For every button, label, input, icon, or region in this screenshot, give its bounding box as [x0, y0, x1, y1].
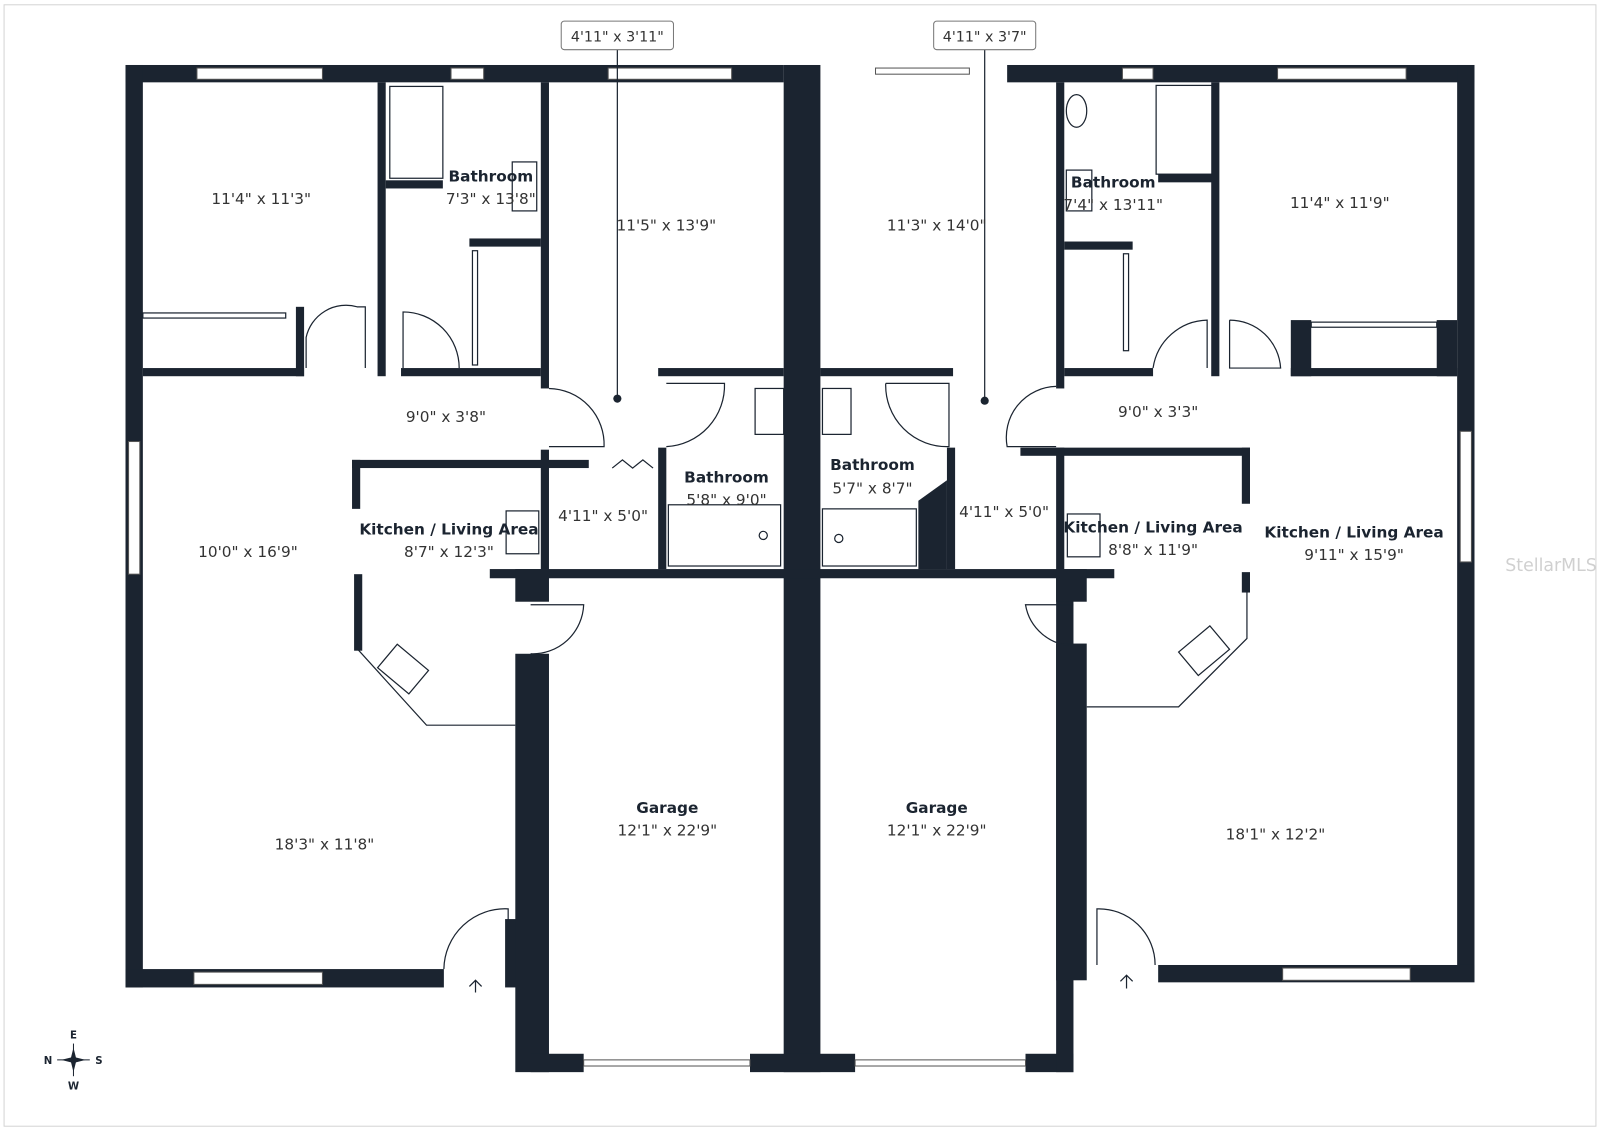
room-name: Kitchen / Living Area [359, 520, 538, 538]
room-name: Garage [906, 799, 968, 817]
room-dims: 7'3" x 13'8" [446, 190, 536, 208]
room-dims: 11'5" x 13'9" [616, 216, 716, 234]
room-dims: 10'0" x 16'9" [198, 543, 298, 561]
room-dims: 7'4" x 13'11" [1063, 196, 1163, 214]
room-dims: 8'8" x 11'9" [1108, 541, 1198, 559]
compass-n: N [44, 1056, 53, 1067]
entry-arrows [468, 974, 1134, 993]
doors [305, 304, 1282, 970]
room-dims: 18'3" x 11'8" [275, 836, 375, 854]
room-dims: 9'0" x 3'8" [406, 408, 486, 426]
room-dims: 4'11" x 5'0" [558, 507, 648, 525]
room-dims: 4'11" x 5'0" [959, 503, 1049, 521]
room-name: Kitchen / Living Area [1063, 518, 1242, 536]
compass-s: S [95, 1056, 102, 1067]
fixtures [142, 84, 1438, 726]
room-dims: 12'1" x 22'9" [887, 821, 987, 839]
room-name: Bathroom [830, 456, 915, 474]
compass-e: E [70, 1030, 77, 1041]
room-dims: 11'3" x 14'0" [887, 216, 987, 234]
room-dims: 5'7" x 8'7" [832, 480, 912, 498]
callout-label: 4'11" x 3'11" [571, 30, 664, 46]
room-dims: 12'1" x 22'9" [618, 821, 718, 839]
room-dims: 18'1" x 12'2" [1226, 825, 1326, 843]
room-name: Bathroom [684, 468, 769, 486]
callouts: 4'11" x 3'11" 4'11" x 3'7" [560, 20, 1037, 405]
room-labels: 11'4" x 11'3" Bathroom 7'3" x 13'8" 11'5… [198, 167, 1444, 853]
room-dims: 11'4" x 11'9" [1290, 194, 1390, 212]
room-dims: 11'4" x 11'3" [211, 190, 311, 208]
room-name: Garage [636, 799, 698, 817]
callout-label: 4'11" x 3'7" [943, 30, 1027, 46]
room-dims: 9'11" x 15'9" [1304, 546, 1404, 564]
compass-icon: E N S W [44, 1030, 103, 1092]
room-name: Bathroom [1071, 173, 1156, 191]
room-dims: 5'8" x 9'0" [686, 491, 766, 509]
windows [128, 67, 1472, 1067]
room-dims: 9'0" x 3'3" [1118, 403, 1198, 421]
room-dims: 8'7" x 12'3" [404, 543, 494, 561]
watermark: StellarMLS [1505, 556, 1596, 576]
compass-w: W [68, 1081, 79, 1092]
room-name: Kitchen / Living Area [1264, 523, 1443, 541]
room-name: Bathroom [448, 167, 533, 185]
